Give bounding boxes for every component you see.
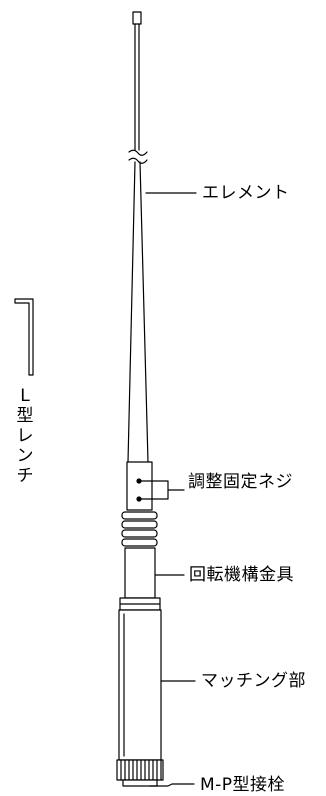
swivel-rib-3 (121, 529, 158, 538)
element-tip-cap (132, 11, 142, 25)
element-taper-left (127, 161, 136, 463)
label-swivel-fitting: 回転機構金具 (189, 565, 294, 585)
l-wrench (14, 298, 34, 376)
connector-knurl (120, 759, 162, 781)
connector-nut (116, 759, 164, 781)
label-adjust-screw: 調整固定ネジ (188, 472, 293, 492)
leader-adjust-screw (140, 480, 185, 500)
adjust-sleeve (126, 461, 153, 511)
label-matching-section: マッチング部 (201, 671, 306, 691)
connector-base (122, 779, 158, 787)
label-element: エレメント (202, 183, 290, 203)
element-break-mark (128, 149, 148, 164)
label-l-wrench: L型レンチ (16, 386, 34, 486)
matching-body (118, 609, 162, 761)
swivel-rib-1 (121, 511, 158, 520)
swivel-rib-2 (121, 520, 158, 529)
swivel-rib-4 (121, 538, 158, 547)
swivel-body (124, 547, 156, 599)
label-mp-connector: M-P型接栓 (200, 775, 286, 795)
leader-connector (149, 783, 195, 787)
element-taper-right (139, 161, 149, 463)
